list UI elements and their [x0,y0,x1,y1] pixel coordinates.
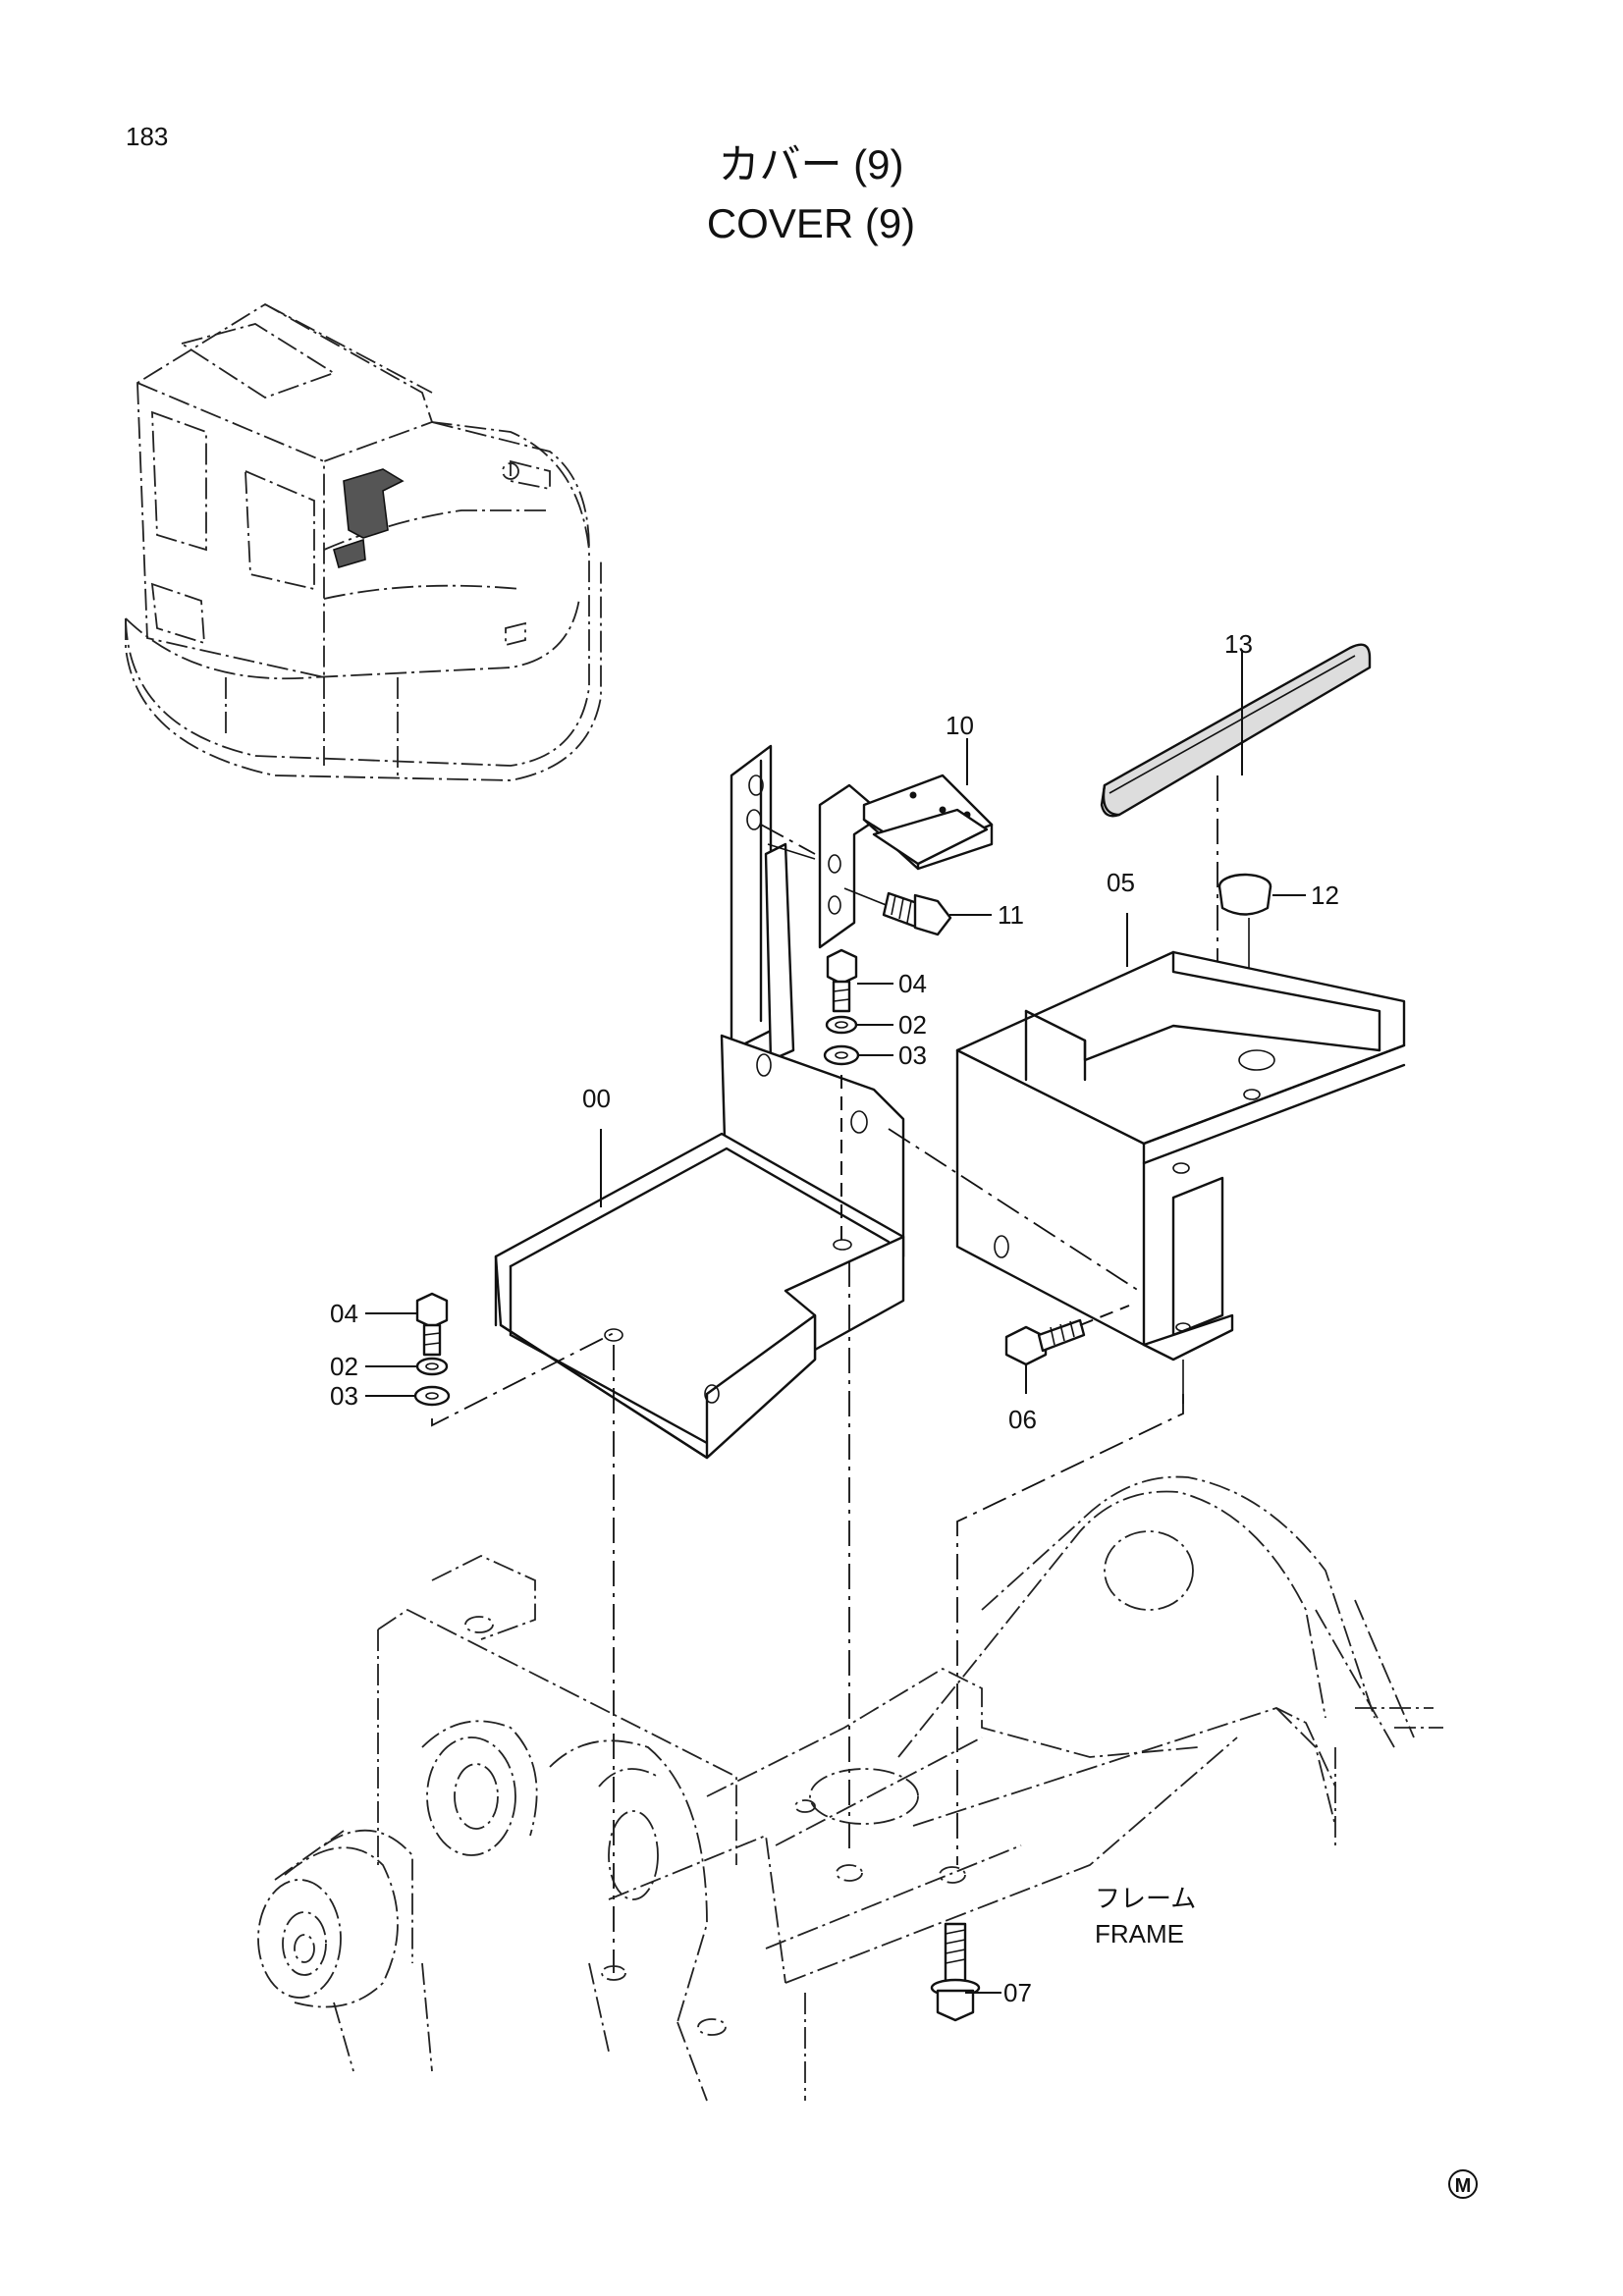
label-part-07: 07 [1003,1978,1032,2007]
label-part-04-upper: 04 [898,969,927,998]
part-11-flange-bolt [844,888,950,934]
left-fastener-stack [415,1294,614,1425]
part-00-bracket [496,746,903,1458]
corner-mark: M [1449,2170,1477,2198]
machine-overview-illustration [126,304,601,780]
label-part-03-left: 03 [330,1381,358,1411]
part-07-tapping-bolt [932,1924,979,2020]
label-part-03-upper: 03 [898,1041,927,1070]
part-06-flange-bolt [1006,1306,1129,1364]
label-part-00: 00 [582,1084,611,1113]
part-13-trim-strip [1102,645,1370,1080]
frame-illustration [258,1477,1443,2101]
label-part-04-left: 04 [330,1299,358,1328]
label-part-05: 05 [1107,868,1135,897]
upper-fastener-stack [825,950,858,1247]
frame-label-english: FRAME [1095,1919,1184,1949]
part-12-plug [1219,875,1271,1055]
part-10-hinge [768,775,992,947]
label-part-13: 13 [1224,629,1253,659]
title-english: COVER (9) [707,200,915,246]
label-part-02-left: 02 [330,1352,358,1381]
leader-lines [365,650,1306,1993]
label-part-06: 06 [1008,1405,1037,1434]
title-japanese: カバー (9) [718,141,903,187]
page-number: 183 [126,122,168,151]
corner-mark-letter: M [1455,2175,1472,2197]
frame-label-japanese: フレーム [1095,1884,1196,1913]
label-part-02-upper: 02 [898,1010,927,1040]
part-05-box-cover [957,952,1404,1404]
label-part-11: 11 [998,900,1024,930]
label-part-10: 10 [946,711,974,740]
label-part-12: 12 [1311,881,1339,910]
